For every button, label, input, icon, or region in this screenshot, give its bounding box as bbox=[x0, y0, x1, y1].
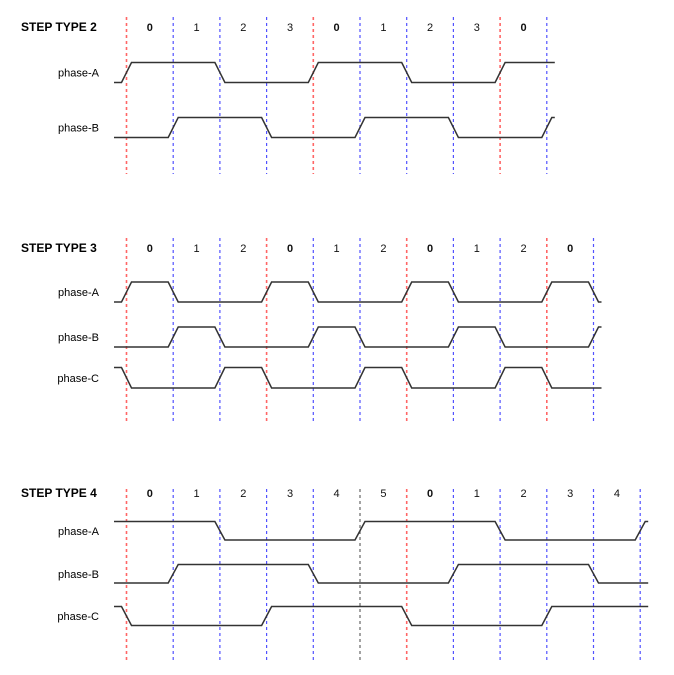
step-label: 0 bbox=[147, 488, 153, 500]
step-label: 0 bbox=[147, 243, 153, 255]
step-label: 1 bbox=[194, 243, 200, 255]
step-label: 2 bbox=[520, 243, 526, 255]
diagram-title: STEP TYPE 3 bbox=[21, 241, 97, 255]
step-label: 1 bbox=[194, 488, 200, 500]
step-label: 4 bbox=[334, 488, 340, 500]
phase-label: phase-B bbox=[58, 332, 99, 344]
step-label: 5 bbox=[380, 488, 386, 500]
step-label: 4 bbox=[614, 488, 620, 500]
step-label: 0 bbox=[427, 488, 433, 500]
waveform-phase-c bbox=[114, 366, 602, 389]
waveform-phase-a bbox=[114, 520, 649, 541]
step-label: 2 bbox=[520, 488, 526, 500]
diagram-step-type-4: STEP TYPE 4 0 1 2 3 4 5 0 1 2 3 4 phase-A phase-B phas… bbox=[21, 486, 649, 660]
waveform-phase-b bbox=[114, 326, 602, 348]
phase-label: phase-A bbox=[58, 526, 100, 538]
step-label: 2 bbox=[240, 243, 246, 255]
step-label: 3 bbox=[287, 488, 293, 500]
phase-label: phase-C bbox=[57, 373, 99, 385]
step-label: 1 bbox=[194, 22, 200, 34]
phase-label: phase-A bbox=[58, 287, 100, 299]
step-label: 3 bbox=[474, 22, 480, 34]
waveform-phase-c bbox=[114, 605, 649, 627]
waveform-phase-a bbox=[114, 281, 602, 303]
step-label: 2 bbox=[240, 22, 246, 34]
waveform-phase-a bbox=[114, 61, 555, 84]
waveform-phase-b bbox=[114, 563, 649, 584]
step-label: 2 bbox=[240, 488, 246, 500]
step-label: 0 bbox=[287, 243, 293, 255]
step-label: 0 bbox=[334, 22, 340, 34]
step-label: 1 bbox=[474, 488, 480, 500]
step-label: 1 bbox=[474, 243, 480, 255]
step-label: 1 bbox=[334, 243, 340, 255]
step-label: 1 bbox=[380, 22, 386, 34]
phase-label: phase-B bbox=[58, 569, 99, 581]
step-label: 2 bbox=[380, 243, 386, 255]
phase-label: phase-C bbox=[57, 611, 99, 623]
step-label: 0 bbox=[520, 22, 526, 34]
diagram-title: STEP TYPE 2 bbox=[21, 20, 97, 34]
step-label: 0 bbox=[147, 22, 153, 34]
step-label: 0 bbox=[567, 243, 573, 255]
step-label: 0 bbox=[427, 243, 433, 255]
step-label: 2 bbox=[427, 22, 433, 34]
diagram-step-type-3: STEP TYPE 3 0 1 2 0 1 2 0 1 2 0 phase-A phase-B phase… bbox=[21, 238, 602, 422]
diagram-step-type-2: STEP TYPE 2 0 1 2 3 0 1 2 3 0 phase-A phase-B bbox=[21, 17, 555, 174]
step-label: 3 bbox=[287, 22, 293, 34]
step-label: 3 bbox=[567, 488, 573, 500]
diagram-title: STEP TYPE 4 bbox=[21, 486, 97, 500]
phase-label: phase-A bbox=[58, 68, 100, 80]
phase-label: phase-B bbox=[58, 123, 99, 135]
waveform-phase-b bbox=[114, 116, 555, 139]
